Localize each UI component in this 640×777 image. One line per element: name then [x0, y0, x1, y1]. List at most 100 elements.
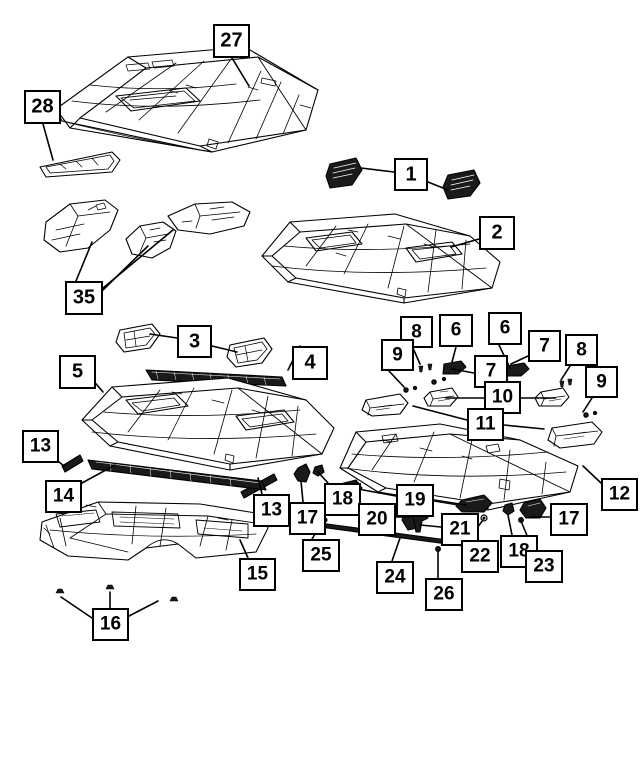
callout-box-13[interactable]: 13: [253, 494, 290, 527]
callout-box-2[interactable]: 2: [479, 216, 515, 250]
callout-box-7[interactable]: 7: [528, 330, 561, 362]
callout-label: 6: [450, 319, 462, 341]
callout-box-5[interactable]: 5: [59, 355, 96, 389]
callout-label: 8: [576, 339, 587, 360]
callout-box-11[interactable]: 11: [467, 408, 504, 441]
part-fastener-cluster: [403, 360, 598, 418]
part-headliner-insulation-panel: [39, 501, 269, 561]
leader-line-3: [211, 345, 238, 353]
leader-line-28: [42, 123, 54, 161]
leader-line-2: [450, 238, 480, 248]
callout-label: 19: [404, 489, 426, 511]
callout-box-12[interactable]: 12: [601, 478, 638, 511]
leader-line-16: [60, 596, 93, 619]
leader-line-6: [451, 346, 457, 363]
callout-label: 35: [72, 286, 96, 309]
callout-label: 2: [491, 221, 503, 244]
callout-label: 1: [405, 163, 417, 185]
part-mounting-bracket: [361, 393, 603, 449]
leader-line-8: [560, 365, 571, 381]
leader-line-27: [231, 57, 250, 87]
leader-line-35: [75, 241, 93, 282]
callout-label: 13: [29, 435, 52, 457]
part-roof-vent-grille-pair: [325, 157, 481, 200]
callout-box-24[interactable]: 24: [376, 561, 414, 594]
callout-box-15[interactable]: 15: [239, 558, 276, 591]
part-roof-trim-molding: [39, 151, 121, 178]
leader-line-13: [257, 477, 263, 495]
callout-label: 21: [449, 518, 471, 540]
leader-line-7: [510, 355, 529, 365]
callout-box-9[interactable]: 9: [381, 339, 414, 371]
callout-label: 22: [469, 545, 491, 567]
part-retainer-clip-set: [55, 584, 179, 602]
callout-label: 11: [475, 413, 496, 435]
leader-line-8: [412, 347, 421, 365]
leader-line-18: [507, 514, 513, 536]
leader-line-35: [102, 229, 174, 289]
callout-box-17[interactable]: 17: [289, 502, 326, 535]
leader-line-14: [81, 464, 116, 484]
leader-line-7: [451, 368, 475, 374]
callout-label: 4: [304, 351, 316, 374]
callout-label: 24: [384, 566, 406, 588]
leader-line-21: [419, 524, 442, 528]
callout-box-17[interactable]: 17: [550, 503, 588, 536]
callout-label: 27: [220, 29, 243, 52]
callout-label: 8: [411, 321, 422, 342]
leader-line-11: [503, 424, 545, 430]
callout-box-13[interactable]: 13: [22, 430, 59, 463]
part-weatherstrip-seal-strip: [145, 369, 287, 387]
callout-label: 28: [31, 95, 54, 118]
callout-label: 18: [508, 540, 530, 562]
leader-line-15: [239, 539, 249, 559]
leader-line-16: [128, 600, 159, 617]
part-latch-cover-pair: [115, 323, 273, 368]
callout-box-22[interactable]: 22: [461, 540, 499, 573]
callout-label: 26: [433, 583, 455, 605]
callout-label: 17: [558, 508, 580, 530]
callout-box-35[interactable]: 35: [65, 281, 103, 315]
leader-line-9: [388, 370, 405, 388]
callout-box-25[interactable]: 25: [302, 539, 340, 572]
callout-box-21[interactable]: 21: [441, 513, 479, 546]
callout-label: 14: [52, 485, 75, 507]
callout-box-16[interactable]: 16: [92, 608, 129, 641]
leader-line-1: [427, 181, 449, 191]
callout-box-28[interactable]: 28: [24, 90, 61, 124]
callout-box-26[interactable]: 26: [425, 578, 463, 611]
callout-box-19[interactable]: 19: [396, 484, 434, 517]
callout-box-18[interactable]: 18: [324, 483, 361, 516]
callout-label: 5: [71, 360, 84, 383]
callout-label: 25: [310, 544, 332, 566]
part-hardtop-roof-panel-lower: [81, 377, 335, 471]
leader-line-3: [149, 333, 178, 339]
callout-label: 20: [366, 508, 388, 530]
part-roof-rail-seal: [87, 459, 267, 491]
leader-line-24: [391, 537, 401, 562]
callout-box-6[interactable]: 6: [488, 312, 522, 345]
callout-label: 18: [331, 488, 354, 510]
leader-line-12: [582, 465, 602, 484]
leader-line-11: [412, 405, 468, 421]
callout-box-8[interactable]: 8: [565, 334, 598, 366]
callout-box-4[interactable]: 4: [292, 346, 328, 380]
callout-box-9[interactable]: 9: [585, 366, 618, 398]
callout-box-23[interactable]: 23: [525, 550, 563, 583]
callout-box-14[interactable]: 14: [45, 480, 82, 513]
callout-box-20[interactable]: 20: [358, 503, 396, 536]
callout-box-27[interactable]: 27: [213, 24, 250, 58]
callout-label: 9: [392, 344, 403, 365]
leader-line-18: [317, 471, 329, 484]
callout-box-3[interactable]: 3: [177, 325, 212, 358]
leader-line-9: [582, 397, 593, 413]
callout-box-6[interactable]: 6: [439, 314, 473, 347]
part-hardtop-roof-panel-mid: [261, 213, 501, 304]
callout-label: 7: [539, 335, 550, 356]
callout-label: 3: [188, 330, 201, 352]
callout-label: 12: [608, 483, 631, 505]
callout-box-1[interactable]: 1: [394, 158, 428, 191]
callout-label: 17: [296, 507, 319, 529]
